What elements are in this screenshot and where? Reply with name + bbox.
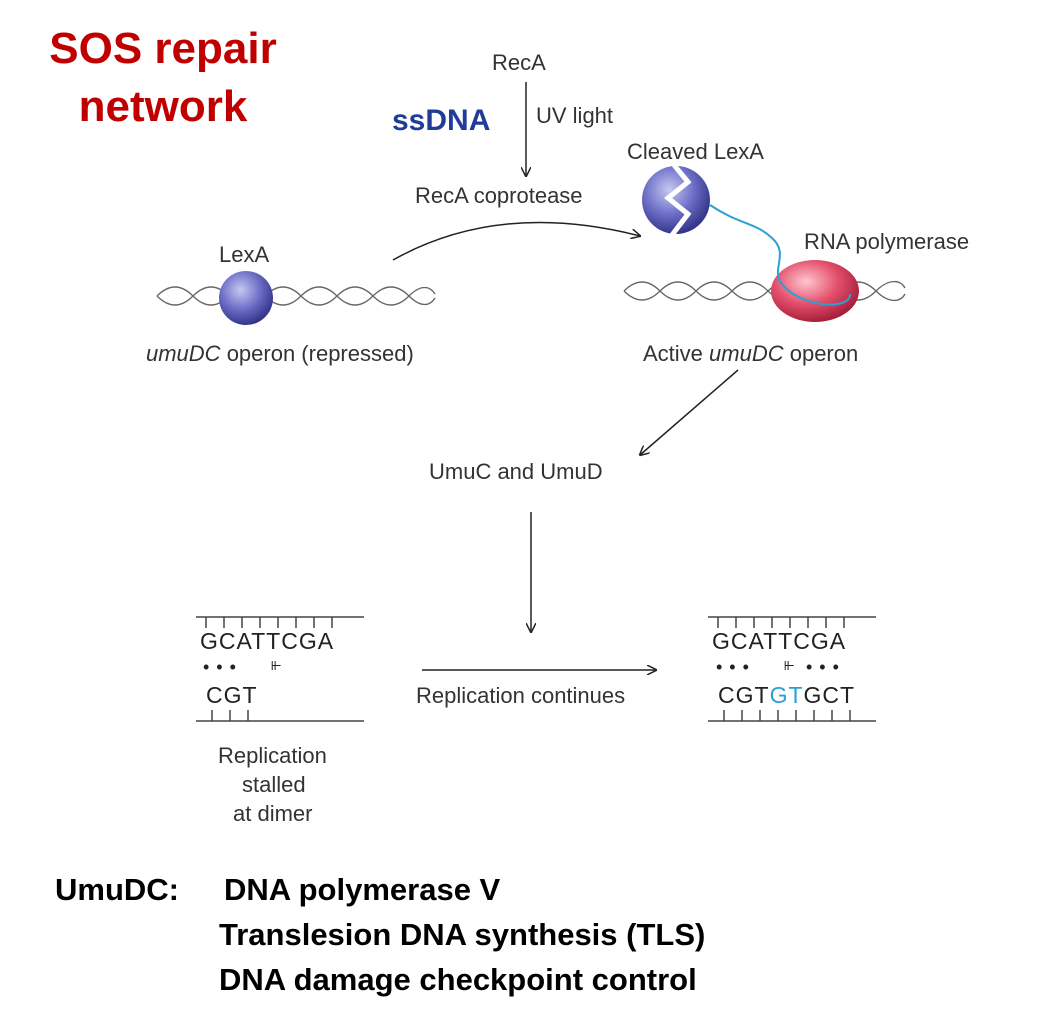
dna-helix-right (623, 280, 906, 302)
stalled-caption-line-2: stalled (242, 772, 306, 797)
label-replication-continues: Replication continues (416, 683, 626, 708)
title-line-1: SOS repair (49, 24, 277, 73)
resumed-bottom-strand: CGTGTGCT (718, 682, 855, 709)
summary-line-2: Translesion DNA synthesis (TLS) (219, 917, 706, 952)
label-uv-light: UV light (536, 103, 614, 128)
resumed-bottom-part-1: CGT (718, 682, 770, 708)
stalled-bottom-strand: CGT (206, 682, 258, 708)
gene-name-repressed: umuDC (146, 341, 221, 366)
stalled-caption-line-3: at dimer (233, 801, 313, 826)
thymine-dimer-mark: ⫦ (271, 654, 283, 674)
label-cleaved-lexa: Cleaved LexA (627, 139, 764, 164)
summary-line-1: DNA polymerase V (224, 872, 501, 907)
stalled-caption-line-1: Replication (218, 743, 327, 768)
mrna-strand (709, 204, 851, 306)
active-suffix: operon (783, 341, 859, 366)
label-repressed-operon: umuDC operon (repressed) (146, 341, 414, 367)
label-reca-coprotease: RecA coprotease (415, 183, 583, 208)
label-umuc-umud: UmuC and UmuD (429, 459, 603, 484)
cleaved-lexa-protein (642, 163, 710, 237)
resumed-base-pair-dots-right: • • • (806, 657, 840, 677)
stalled-base-pair-dots: • • • (203, 657, 237, 677)
label-ssdna: ssDNA (392, 104, 491, 137)
label-lexa: LexA (219, 242, 270, 267)
rna-polymerase-protein (771, 260, 859, 322)
summary-label: UmuDC: (55, 872, 179, 907)
resumed-base-pair-dots-left: • • • (716, 657, 750, 677)
label-rna-polymerase: RNA polymerase (804, 229, 970, 254)
dna-helix-left (156, 286, 436, 306)
lexa-protein (219, 271, 273, 325)
stalled-strands (196, 616, 364, 722)
summary-line-3: DNA damage checkpoint control (219, 962, 697, 997)
resumed-bottom-part-3: GCT (803, 682, 856, 708)
arrow-lexa-to-cleaved (392, 221, 640, 261)
inserted-bases: GT (769, 682, 804, 708)
arrow-operon-to-umucd (640, 369, 739, 455)
resumed-dimer-mark: ⫦ (784, 654, 796, 674)
active-prefix: Active (643, 341, 710, 366)
stalled-top-strand: GCATTCGA (200, 628, 335, 654)
resumed-strands (708, 616, 876, 722)
title-line-2: network (78, 82, 248, 131)
resumed-top-strand: GCATTCGA (712, 628, 847, 654)
gene-name-active: umuDC (709, 341, 784, 366)
label-reca: RecA (492, 50, 546, 75)
repressed-suffix: operon (repressed) (220, 341, 414, 366)
label-active-operon: Active umuDC operon (643, 341, 858, 367)
